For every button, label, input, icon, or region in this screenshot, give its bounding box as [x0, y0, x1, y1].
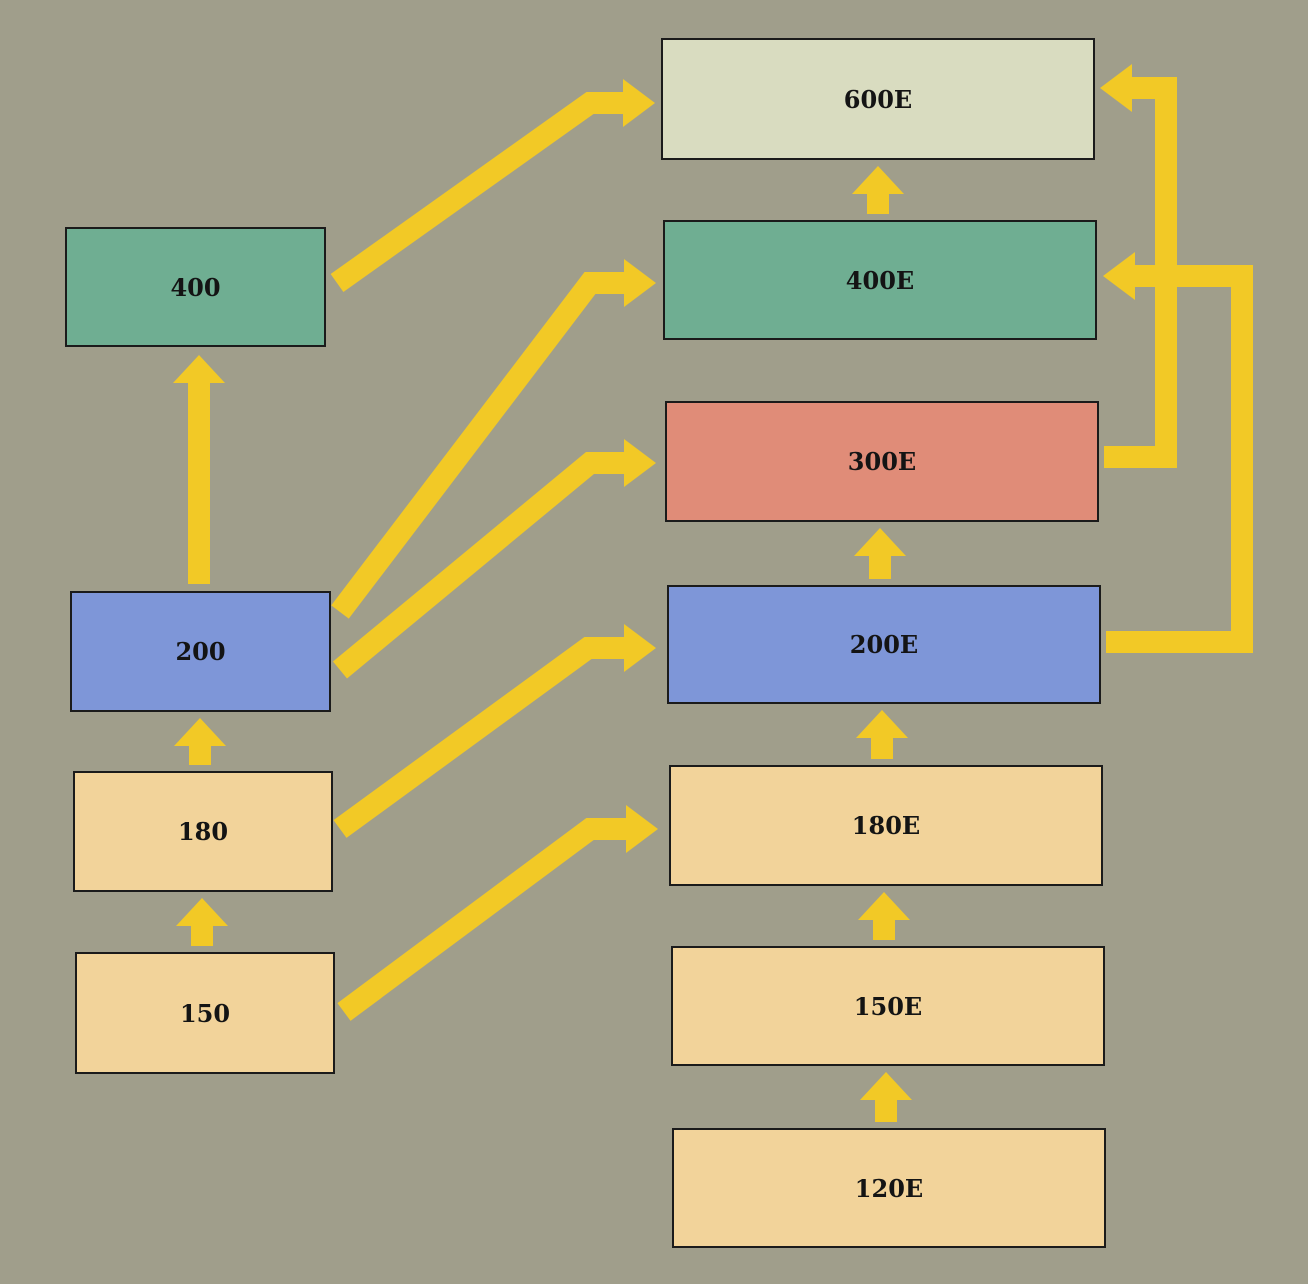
node-200e-label: 200E — [849, 630, 919, 659]
arrow-200e-to-400e-shaft — [1106, 265, 1253, 653]
node-180e-label: 180E — [851, 811, 921, 840]
node-400e-label: 400E — [845, 265, 915, 295]
arrow-180-to-200e-shaft — [333, 637, 626, 838]
arrow-180-to-200e-head — [624, 624, 656, 672]
node-200e: 200E — [667, 585, 1101, 704]
arrow-400-to-600e-shaft — [330, 92, 625, 292]
arrow-300e-to-600e-shaft — [1104, 77, 1177, 468]
arrow-200-to-400e-shaft — [331, 272, 626, 619]
node-180e: 180E — [669, 765, 1103, 886]
arrow-120e-to-150e-head — [860, 1072, 912, 1100]
node-180-label: 180 — [177, 817, 229, 846]
node-400e: 400E — [663, 220, 1097, 340]
node-180: 180 — [73, 771, 333, 892]
arrow-200-to-300e-shaft — [332, 452, 626, 679]
arrow-150e-to-180e-head — [858, 892, 910, 920]
arrow-300e-to-600e-head — [1100, 64, 1132, 112]
arrow-180-to-200-head — [174, 718, 226, 746]
node-400-label: 400 — [170, 272, 221, 302]
node-600e-label: 600E — [843, 84, 913, 114]
node-600e: 600E — [661, 38, 1095, 160]
node-120e-label: 120E — [854, 1173, 924, 1203]
node-200-label: 200 — [175, 637, 226, 666]
node-150-label: 150 — [179, 998, 231, 1028]
arrow-400e-to-600e-head — [852, 166, 904, 194]
arrow-180e-to-200e-head — [856, 710, 908, 738]
arrow-200-to-400-head — [173, 355, 225, 383]
arrow-200-to-400e-head — [624, 259, 656, 307]
node-150e-label: 150E — [853, 991, 923, 1021]
arrow-150-to-180e-shaft — [337, 818, 628, 1021]
arrow-200-to-300e-head — [624, 439, 656, 487]
node-150e: 150E — [671, 946, 1105, 1066]
arrow-200e-to-300e-head — [854, 528, 906, 556]
arrow-150-to-180-head — [176, 898, 228, 926]
node-200: 200 — [70, 591, 331, 712]
node-120e: 120E — [672, 1128, 1106, 1248]
node-300e-label: 300E — [847, 447, 917, 476]
arrow-400-to-600e-head — [623, 79, 655, 127]
node-400: 400 — [65, 227, 326, 347]
node-300e: 300E — [665, 401, 1099, 522]
arrow-150-to-180e-head — [626, 805, 658, 853]
node-150: 150 — [75, 952, 335, 1074]
arrow-200e-to-400e-head — [1103, 252, 1135, 300]
